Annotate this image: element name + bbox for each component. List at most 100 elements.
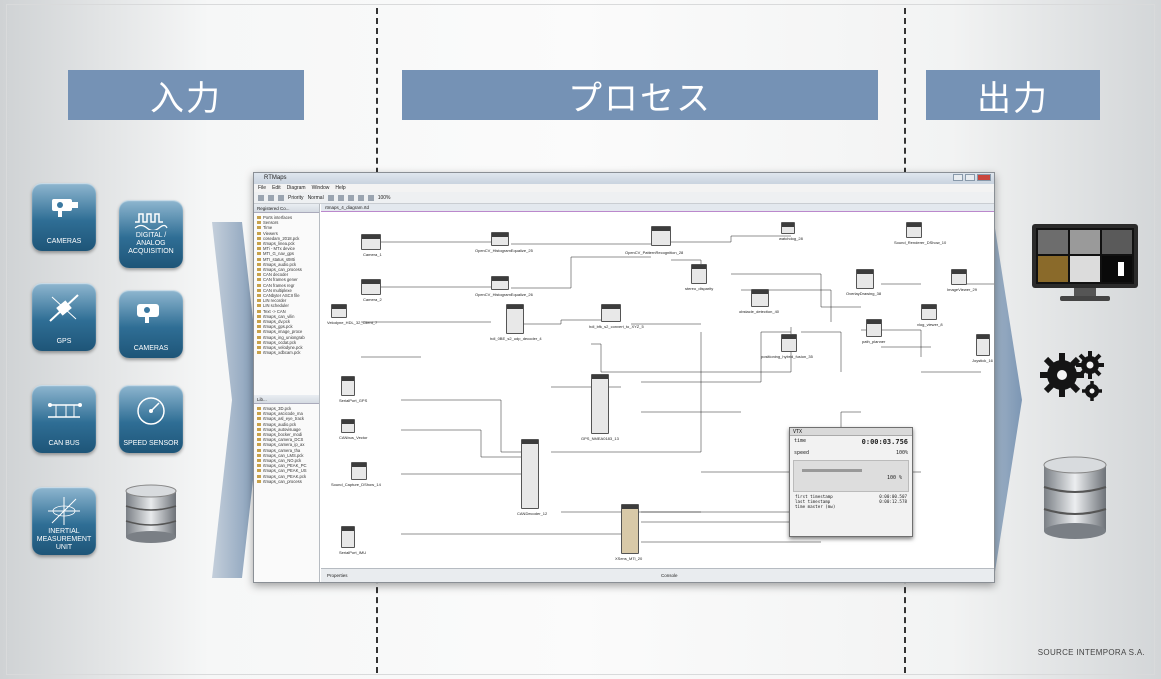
console-tab[interactable]: Console [661,573,678,578]
priority-label: Priority [288,195,304,200]
node-label: SerialPort_IMU [339,550,366,555]
node-label: Sound_Capture_DShow_14 [331,482,381,487]
vtx-time-value: 0:00:03.756 [862,438,908,446]
vtx-player: VTX time 0:00:03.756 speed 100% 100 % firs… [789,427,913,537]
cameras2-tile: CAMERAS [119,290,183,358]
node-label: watchdog_28 [779,236,803,241]
node-label: path_planner [862,339,885,344]
node-label: Sound_Renderer_DShow_10 [894,240,946,245]
satellite-icon [46,291,82,325]
node-label: ImageViewer_29 [947,287,977,292]
window-title: RTMaps [264,175,287,181]
tree-item[interactable]: rtmaps_xdbcam.pck [257,350,316,355]
node-label: Joystick_16 [972,358,993,363]
toolbar: Priority Normal 100% [254,192,994,204]
save-icon[interactable] [278,195,284,201]
vtx-speed-value[interactable]: 100% [896,450,908,456]
node-label: SerialPort_GPS [339,398,367,403]
waveform-icon [133,208,169,230]
axes-icon [46,495,82,527]
menu-window[interactable]: Window [312,185,330,191]
status-bar: Properties Console [321,568,994,582]
registered-components-tab[interactable]: Registered Co... [254,204,319,213]
node-label: Velodyne_HDL_32_Client_7 [327,320,377,325]
maximize-button[interactable] [965,174,975,181]
gears-icon [1040,345,1110,405]
window-titlebar: RTMaps [254,173,994,184]
node-label: XSens_MTi_20 [615,556,642,561]
output-band: 出力 [926,70,1100,120]
vtx-transport: 100 % [793,460,909,492]
gps-tile: GPS [32,283,96,351]
node-label: hdl_0BE_s2_udp_decoder_4 [490,336,542,341]
record-icon[interactable] [358,195,364,201]
node-label: obstacle_detection_40 [739,309,779,314]
play-icon[interactable] [328,195,334,201]
can-bus-label: CAN BUS [32,440,96,448]
vtx-timeline-slider[interactable] [802,469,862,472]
vtx-title: VTX [790,428,912,436]
menu-diagram[interactable]: Diagram [287,185,306,191]
stop-icon[interactable] [348,195,354,201]
speed-sensor-label: SPEED SENSOR [119,440,183,448]
speed-sensor-tile: SPEED SENSOR [119,385,183,453]
node-label: CANbus_Vector [339,435,367,440]
input-band: 入力 [68,70,304,120]
open-icon[interactable] [268,195,274,201]
node-label: Camera_2 [363,297,382,302]
properties-tab[interactable]: Properties [327,573,348,578]
imu-tile: INERTIAL MEASUREMENT UNIT [32,487,96,555]
digital-label: DIGITAL / ANALOG ACQUISITION [119,232,183,256]
output-database-icon [1040,455,1110,541]
menu-edit[interactable]: Edit [272,185,281,191]
cameras2-label: CAMERAS [119,345,183,353]
imu-label: INERTIAL MEASUREMENT UNIT [32,528,96,552]
menu-file[interactable]: File [258,185,266,191]
node-label: stereo_disparity [685,286,713,291]
vtx-info: first timestamp0:00:00.507 last timestam… [790,494,912,509]
monitor-icon [1030,222,1140,304]
node-label: CANDecoder_12 [517,511,547,516]
node-label: hdl_bfk_s2_convert_to_XYZ_5 [589,324,644,329]
node-label: GPS_NMEA0183_13 [581,436,619,441]
node-label: vlog_viewer_8 [917,322,943,327]
component-tree: Ports interfacesSensorsTimeViewerscoseda… [254,213,319,395]
cameras-tile: CAMERAS [32,183,96,251]
source-credit: SOURCE INTEMPORA S.A. [1038,648,1145,657]
minimize-button[interactable] [953,174,963,181]
zoom-in-icon[interactable] [368,195,374,201]
rtmaps-window: RTMaps File Edit Diagram Window Help Pri… [253,172,995,583]
process-band: プロセス [402,70,878,120]
editor-tab[interactable]: rtmaps_4_diagram.rtd [321,204,994,212]
new-icon[interactable] [258,195,264,201]
camera-icon [46,191,82,221]
speedometer-icon [133,393,169,427]
close-button[interactable] [977,174,991,181]
can-bus-tile: CAN BUS [32,385,96,453]
priority-select[interactable]: Normal [308,195,324,200]
menu-bar: File Edit Diagram Window Help [254,184,994,192]
vtx-speed-label: speed [794,450,809,456]
vtx-last-value: 0:00:12.578 [879,499,907,504]
node-label: positioning_hybrid_fusion_35 [761,354,813,359]
node-label: OpenCV_HistogramEqualize_26 [475,292,533,297]
tree-item[interactable]: rtmaps_can_process [257,479,316,484]
vtx-state: time master (mw) [795,504,907,509]
bus-network-icon [46,393,82,427]
node-label: OpenCV_PatternRecognition_28 [625,250,683,255]
menu-help[interactable]: Help [335,185,345,191]
vtx-time-label: time [794,438,806,446]
digital-tile: DIGITAL / ANALOG ACQUISITION [119,200,183,268]
gps-label: GPS [32,338,96,346]
node-label: OverlayDrawing_38 [846,291,881,296]
vtx-speed-pct: 100 % [887,475,902,481]
zoom-level[interactable]: 100% [378,195,391,200]
library-tab[interactable]: Lib... [254,395,319,404]
node-label: OpenCV_HistogramEqualize_25 [475,248,533,253]
pause-icon[interactable] [338,195,344,201]
database-icon [122,483,180,543]
camera-icon [133,298,169,328]
cameras-label: CAMERAS [32,238,96,246]
